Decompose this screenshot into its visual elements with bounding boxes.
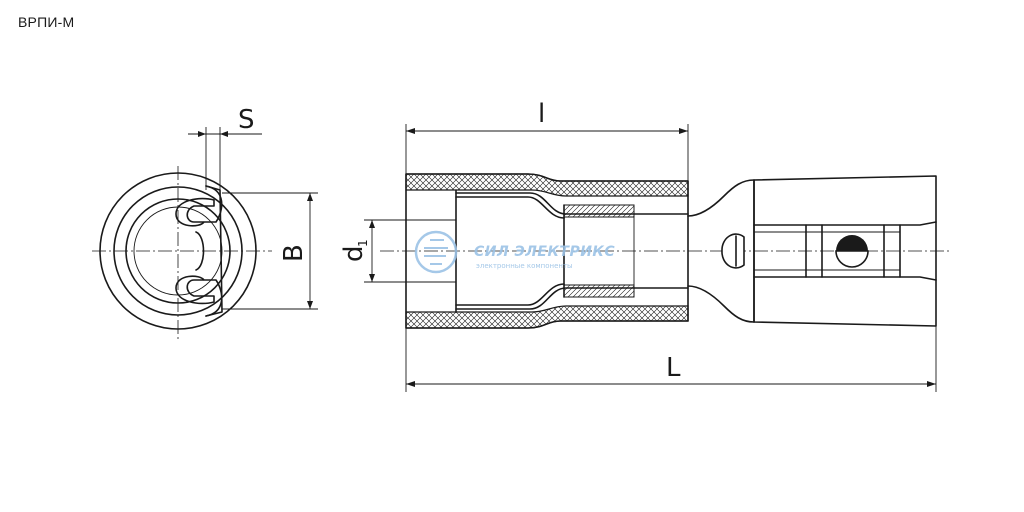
- watermark-logo-icon: [414, 230, 458, 274]
- dim-d1-label: d: [339, 245, 369, 262]
- metal-sleeve-inner-bottom: [455, 283, 565, 306]
- barrel-top: [563, 204, 635, 218]
- insulation-wall-top: [405, 173, 689, 197]
- watermark-name: СИЛ ЭЛЕКТРИКС: [474, 244, 615, 260]
- clip-center: [195, 231, 205, 271]
- watermark-logo-lines: [424, 239, 448, 265]
- dim-l-label: l: [538, 99, 545, 129]
- clip-upper: [175, 185, 223, 227]
- dim-b-label: B: [279, 244, 309, 262]
- receptacle-rail-bottom: [753, 276, 937, 281]
- detent-right-bottom: [835, 250, 869, 268]
- dim-s-label: S: [238, 105, 255, 135]
- clip-lower: [175, 275, 223, 317]
- watermark-tagline: электронные компоненты: [476, 262, 573, 270]
- insulation-wall-bottom: [405, 305, 689, 329]
- watermark: СИЛ ЭЛЕКТРИКС электронные компоненты: [414, 230, 615, 274]
- side-view: l L d 1: [339, 99, 952, 392]
- neck-top: [687, 179, 755, 217]
- inner-ring: [125, 198, 231, 304]
- drawing-title: ВРПИ-М: [18, 14, 75, 30]
- outer-ring: [99, 172, 257, 330]
- middle-ring: [113, 186, 243, 316]
- metal-sleeve-inner-top: [455, 196, 565, 219]
- dim-s-arrows: [198, 131, 228, 137]
- detent-left: [721, 233, 745, 269]
- neck-bottom: [687, 285, 755, 323]
- barrel-bottom: [563, 284, 635, 298]
- dim-L-label: L: [666, 353, 681, 383]
- detent-right-top: [836, 235, 868, 251]
- end-view: S B: [92, 105, 318, 340]
- receptacle-rail-top: [753, 221, 937, 226]
- dim-d1-subscript: 1: [356, 239, 370, 247]
- clip-back: [205, 185, 223, 317]
